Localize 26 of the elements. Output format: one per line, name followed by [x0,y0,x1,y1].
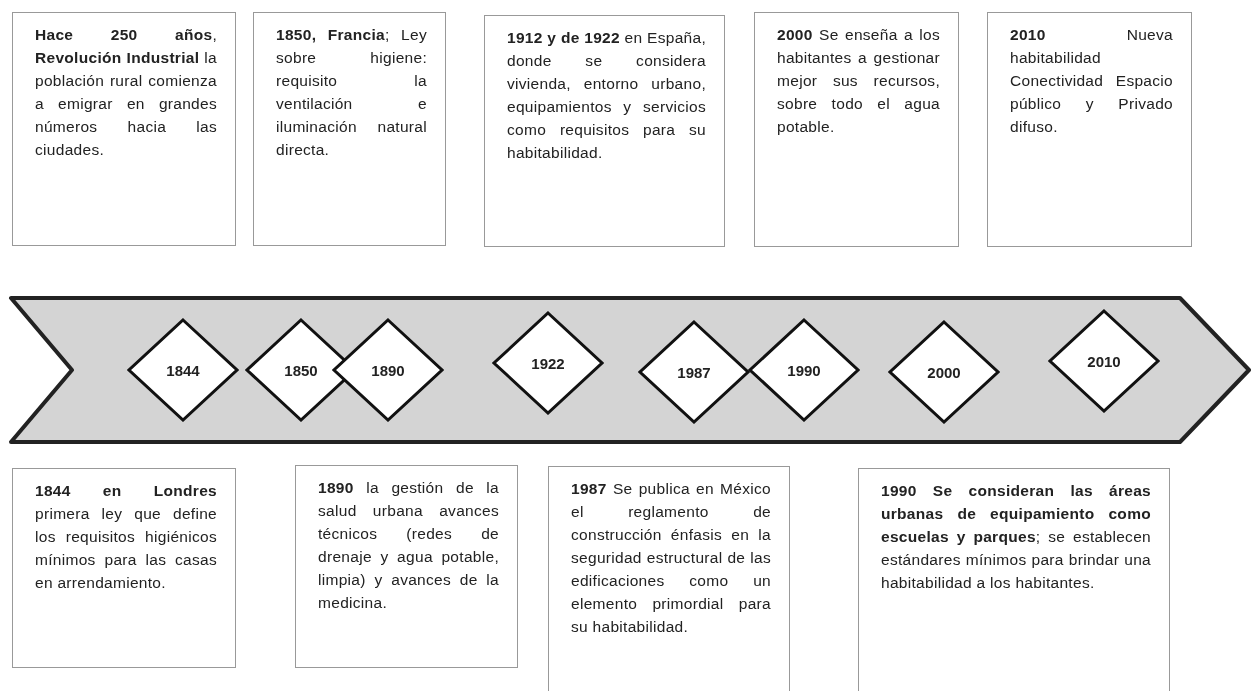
year-label: 1990 [787,361,821,379]
event-text: 1850, Francia; Ley sobre higiene: requisito la ventilación e iluminación natural directa. [276,25,427,160]
event-box [548,466,790,691]
event-text: 1912 y de 1922 en España, donde se considera vivienda, entorno urbano, equipamientos y servicios como requisitos para su habitabilidad. [507,28,706,163]
event-box [484,15,725,247]
event-text: 1990 Se consideran las áreas urbanas de equipamiento como escuelas y parques; se establecen estándares mínimos para brindar una habitabilidad a los habitantes. [881,481,1151,593]
event-text: 2010 Nueva habitabilidad Conectividad Espacio público y Privado difuso. [1010,25,1173,137]
year-label: 1850 [284,361,318,379]
year-label: 1987 [677,363,711,381]
event-box [754,12,959,247]
event-text: 1844 en Londres primera ley que define los requisitos higiénicos mínimos para las casas en arrendamiento. [35,481,217,593]
event-box [858,468,1170,691]
event-box [295,465,518,668]
event-box [987,12,1192,247]
year-label: 1890 [371,361,405,379]
event-text: Hace 250 años, Revolución Industrial la población rural comienza a emigrar en grandes números hacia las ciudades. [35,25,217,160]
event-text: 1890 la gestión de la salud urbana avances técnicos (redes de drenaje y agua potable, limpia) y avances de la medicina. [318,478,499,613]
event-box [12,12,236,246]
year-label: 1922 [531,354,565,372]
year-label: 2010 [1087,352,1121,370]
year-label: 1844 [166,361,200,379]
event-box [253,12,446,246]
year-label: 2000 [927,363,961,381]
event-box [12,468,236,668]
event-text: 1987 Se publica en México el reglamento de construcción énfasis en la seguridad estructural de las edificaciones como un elemento primordial para su habitabilidad. [571,479,771,637]
event-text: 2000 Se enseña a los habitantes a gestionar mejor sus recursos, sobre todo el agua potable. [777,25,940,137]
